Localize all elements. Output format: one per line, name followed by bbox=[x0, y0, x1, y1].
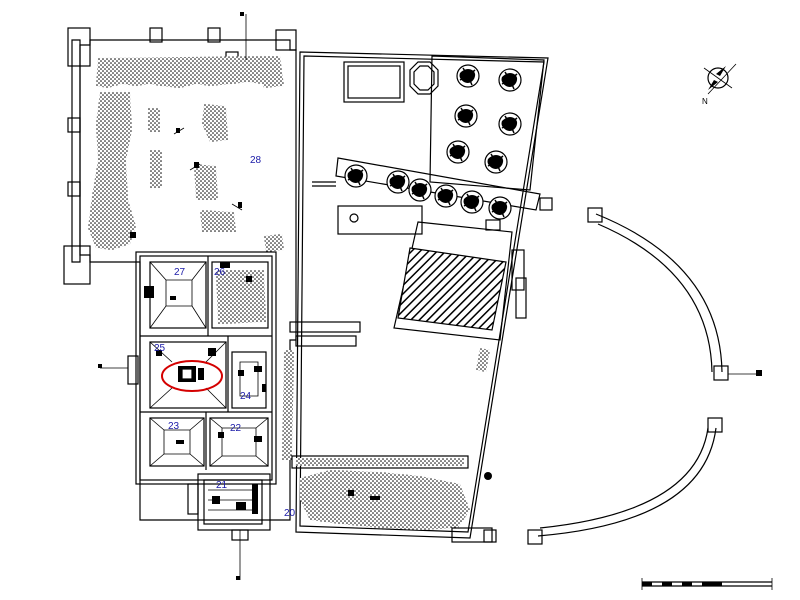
room-number-28: 28 bbox=[250, 155, 262, 166]
room-number-27: 27 bbox=[174, 267, 186, 278]
north-label: N bbox=[702, 97, 708, 106]
room-number-21: 21 bbox=[216, 480, 228, 491]
room-number-26: 26 bbox=[214, 267, 226, 278]
building-block bbox=[98, 251, 277, 580]
room-number-25: 25 bbox=[154, 343, 166, 354]
garden-courtyard-20 bbox=[282, 51, 553, 543]
room-number-20: 20 bbox=[284, 508, 296, 519]
courtyard-28 bbox=[63, 12, 297, 521]
scale-bar bbox=[641, 578, 773, 590]
room-number-24: 24 bbox=[240, 391, 252, 402]
room-number-23: 23 bbox=[168, 421, 180, 432]
highlight-circle bbox=[161, 360, 223, 392]
curved-colonnade bbox=[527, 207, 762, 545]
room-number-22: 22 bbox=[230, 423, 242, 434]
north-arrow: N bbox=[702, 63, 737, 106]
